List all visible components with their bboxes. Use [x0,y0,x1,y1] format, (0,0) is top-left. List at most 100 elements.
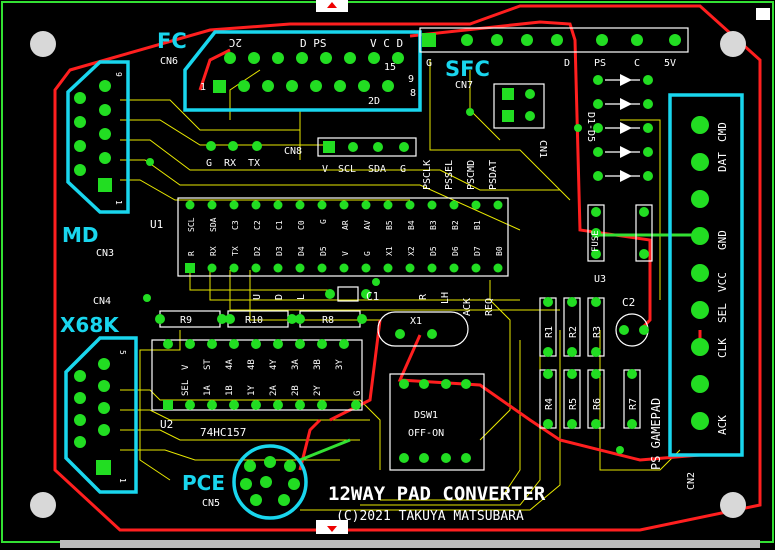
ps-connector: CMD DAT GND VCC SEL CLK ACK [668,93,744,457]
svg-text:1: 1 [118,478,127,483]
svg-text:B1: B1 [473,220,482,230]
svg-text:X1: X1 [385,246,394,256]
serial-pin-tx: TX [248,158,260,169]
svg-text:R2: R2 [568,326,579,338]
power-traces [198,20,702,471]
svg-text:LH: LH [440,292,451,304]
ps-ref: CN2 [686,472,697,490]
u1-chip: SCL SDA C3 C2 C1 C0 G AR AV B5 B4 B3 B2 … [177,197,509,277]
svg-text:D5: D5 [319,246,328,256]
pce-label: PCE [182,471,225,495]
svg-text:R5: R5 [568,398,579,410]
svg-text:B4: B4 [407,220,416,230]
u3-ref: U3 [594,274,606,285]
scroll-down-arrow[interactable] [316,520,348,534]
ps-pin-cmd: CMD [716,122,729,142]
x68k-ref: CN4 [93,296,111,307]
cn8-pin-scl: SCL [338,164,356,175]
x68k-label: X68K [60,313,120,337]
pce-connector [232,444,308,520]
svg-text:D7: D7 [473,246,482,256]
c2-capacitor [615,313,649,347]
svg-text:3B: 3B [313,359,323,370]
md-ref: CN3 [96,248,114,259]
fc-label: FC [157,29,187,53]
serial-pin-g: G [206,158,212,169]
svg-text:R: R [187,251,196,256]
svg-text:OFF-ON: OFF-ON [408,428,444,439]
sfc-pin-ps: PS [594,58,606,69]
ps-pin-gnd: GND [716,230,729,250]
resistor-bank: R1 R2 R3 R4 R5 R6 R7 [539,297,641,429]
svg-text:B2: B2 [451,220,460,230]
sfc-pin-g: G [426,58,432,69]
cn8-ref: CN8 [284,146,302,157]
sfc-label: SFC [445,57,490,81]
diodes-label: D1-D5 [585,112,596,142]
svg-text:D5: D5 [429,246,438,256]
gnd-trace-2 [299,438,351,462]
svg-text:9: 9 [114,72,123,77]
u2-ref: U2 [160,418,173,431]
ps-pin-clk: CLK [716,338,729,358]
ps-pin-vcc: VCC [716,272,729,292]
u1-ref: U1 [150,218,163,231]
svg-text:R3: R3 [592,326,603,338]
svg-text:ACK: ACK [462,298,473,316]
board-copyright: (C)2021 TAKUYA MATSUBARA [336,509,524,524]
fc-pin-row-2: V C D [370,37,403,50]
sfc-pin-5v: 5V [664,58,676,69]
cn8-pin-v: V [322,164,328,175]
svg-text:R8: R8 [322,315,334,326]
fc-pin-row: D PS [300,37,327,50]
c1-capacitor [325,286,371,302]
u2-name: 74HC157 [200,426,246,439]
svg-text:U: U [252,294,263,300]
svg-text:B3: B3 [429,220,438,230]
cn1-ref: CN1 [537,140,548,158]
svg-text:DSW1: DSW1 [414,410,438,421]
pce-ref: CN5 [202,498,220,509]
svg-text:AV: AV [363,220,372,230]
serial-header: G RX TX [206,141,262,169]
svg-text:SEL: SEL [181,380,191,396]
svg-text:TX: TX [231,246,240,256]
svg-text:V: V [341,251,350,256]
frame-corner [756,8,770,20]
svg-text:3A: 3A [291,359,301,370]
x1-crystal: X1 [377,311,469,347]
ps-label: PS GAMEPAD [649,398,663,470]
svg-text:G: G [353,391,363,396]
signal-labels: PSCLK PSSEL PSCMD PSDAT [422,160,499,190]
svg-text:R: R [418,293,429,300]
horizontal-scrollbar[interactable] [60,540,760,548]
svg-text:PSDAT: PSDAT [488,160,499,190]
svg-text:R4: R4 [544,398,555,410]
sfc-pin-c: C [634,58,640,69]
svg-text:C2: C2 [253,220,262,230]
scroll-up-arrow[interactable] [316,0,348,12]
svg-text:PSCLK: PSCLK [422,160,433,190]
mount-hole-bl [30,492,56,518]
fc-pin-1: 1 [200,82,206,93]
fc-connector: 2C D PS V C D 15 9 8 1 2D [183,30,422,112]
fc-pin-2c: 2C [229,36,242,49]
mount-hole-tr [720,31,746,57]
svg-text:R6: R6 [592,398,603,410]
resistors-row: R9 R10 R8 [155,310,367,328]
svg-text:SDA: SDA [209,217,218,232]
svg-text:D2: D2 [253,246,262,256]
fc-ref: CN6 [160,56,178,67]
svg-text:1B: 1B [225,385,235,396]
sfc-pin-d: D [564,58,570,69]
svg-text:X1: X1 [410,316,422,327]
svg-text:C0: C0 [297,220,306,230]
board-title: 12WAY PAD CONVERTER [328,483,546,505]
sfc-ref: CN7 [455,80,473,91]
svg-text:C3: C3 [231,220,240,230]
cn8-pin-sda: SDA [368,164,386,175]
cn8-pin-g: G [400,164,406,175]
fuse-u3-area [587,204,653,262]
mount-hole-tl [30,31,56,57]
